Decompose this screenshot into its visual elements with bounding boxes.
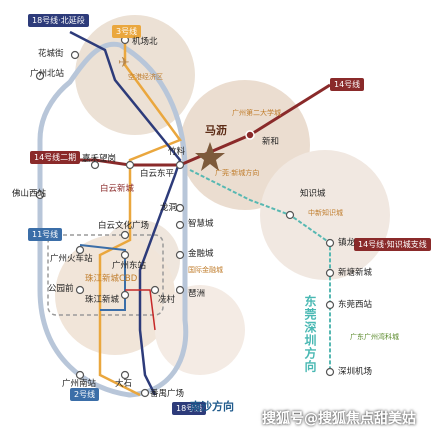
label-zhenlong: 镇龙	[338, 238, 356, 248]
station-huachengjie[interactable]	[70, 50, 80, 60]
halo-zhujiang-cbd	[55, 235, 175, 355]
station-baiyun-dongping[interactable]	[125, 160, 135, 170]
label-xiancun: 冼村	[158, 295, 176, 305]
badge-line18-title: 18号线	[176, 404, 203, 413]
line-5	[125, 289, 156, 331]
station-xiancun[interactable]	[150, 285, 160, 295]
station-dongguan-xi[interactable]	[325, 300, 335, 310]
label-nansha-direction: 南沙方向	[190, 400, 234, 413]
station-longdong[interactable]	[175, 203, 185, 213]
station-jinrongcheng[interactable]	[175, 250, 185, 260]
station-guangzhou-nan[interactable]	[75, 370, 85, 380]
label-zhishicheng: 知识城	[300, 189, 326, 199]
label-shenzhen-jichang: 深圳机场	[338, 367, 373, 377]
line-3-loop	[37, 41, 189, 398]
label-jiahewanggang: 嘉禾望岗	[82, 154, 117, 164]
badge-line18: 18号线	[172, 402, 207, 416]
label-zhihuicheng: 智慧城	[188, 219, 214, 229]
label-zhujiang-cbd: 珠江新城CBD	[85, 274, 138, 284]
station-pazhou[interactable]	[175, 285, 185, 295]
label-xinhe: 新和	[262, 137, 280, 147]
station-xinhe[interactable]	[245, 130, 255, 140]
label-guoji-jinrong: 国际金融城	[188, 266, 223, 274]
label-zhujiangxincheng: 珠江新城	[85, 295, 120, 305]
station-zhuliao[interactable]	[175, 160, 185, 170]
label-jinrongcheng: 金融城	[188, 249, 214, 259]
station-zhihuicheng[interactable]	[175, 220, 185, 230]
station-zhenlong[interactable]	[325, 238, 335, 248]
station-huochezhan[interactable]	[75, 245, 85, 255]
malong-star-icon	[195, 142, 225, 171]
label-baiyunwenhua: 白云文化广场	[98, 221, 150, 231]
label-dongzhan: 广州东站	[112, 261, 147, 271]
label-baiyunxincheng: 白云新城	[100, 184, 135, 194]
watermark: 搜狐号@搜狐焦点甜美姑	[262, 411, 416, 427]
line-22	[98, 30, 182, 397]
label-guangguan: 广莞·新城方向	[215, 169, 260, 177]
badge-line14-title: 14号线	[334, 80, 361, 89]
station-dashi[interactable]	[120, 370, 130, 380]
label-foshanxi: 佛山西站	[12, 189, 47, 199]
label-kongang: 空港经济区	[128, 73, 163, 81]
badge-line14-branch-title: 14号线·知识城支线	[358, 240, 427, 249]
label-dashi: 大石	[115, 379, 133, 389]
station-gongyuanqian[interactable]	[75, 285, 85, 295]
label-pazhou: 琶洲	[188, 289, 206, 299]
label-guangzhou-uni: 广州第二大学城	[232, 109, 281, 117]
badge-line2: 2号线	[70, 388, 100, 402]
line-18	[69, 30, 182, 396]
badge-line3: 3号线	[112, 25, 142, 39]
badge-line2-title: 2号线	[74, 390, 96, 399]
label-guangdong-wanqu: 广东广州湾科城	[350, 333, 399, 341]
badge-line14-branch: 14号线·知识城支线	[354, 238, 431, 252]
badge-line11-title: 11号线	[32, 230, 59, 239]
station-baiyun-wenhua[interactable]	[120, 230, 130, 240]
label-huachengjie: 花城街	[38, 49, 64, 59]
label-panyu: 番禺广场	[150, 389, 185, 399]
line-2	[79, 244, 126, 311]
airplane-icon: ✈	[118, 55, 130, 71]
badge-line11: 11号线	[28, 228, 63, 242]
station-zhishicheng[interactable]	[285, 210, 295, 220]
label-huochezhan: 广州火车站	[50, 254, 93, 264]
label-dongguan-xi: 东莞西站	[338, 300, 373, 310]
label-baiyundongping: 白云东平	[140, 169, 175, 179]
station-zhujiang-xincheng[interactable]	[120, 290, 130, 300]
badge-line14-phase2: 14号线二期	[30, 151, 81, 165]
station-foshanxi[interactable]	[35, 190, 45, 200]
badge-line18-north-title: 18号线·北延段	[32, 16, 85, 25]
station-jiahewanggang[interactable]	[90, 160, 100, 170]
badge-line14-phase2-title: 14号线二期	[34, 153, 77, 162]
label-guangzhoubei: 广州北站	[30, 69, 65, 79]
line-14	[75, 83, 331, 167]
label-xintang: 新塘新城	[338, 268, 373, 278]
label-jichangbei: 机场北	[132, 37, 158, 47]
label-guangzhounan: 广州南站	[62, 379, 97, 389]
station-panyu-guangchang[interactable]	[140, 388, 150, 398]
station-xintang[interactable]	[325, 268, 335, 278]
station-shenzhen-jichang[interactable]	[325, 367, 335, 377]
label-malong: 马沥	[205, 124, 227, 137]
badge-line14: 14号线	[330, 78, 365, 92]
label-zhongxin: 中新知识城	[308, 209, 343, 217]
station-guangzhou-dongzhan[interactable]	[120, 250, 130, 260]
stations	[35, 35, 335, 398]
label-gongyuanqian: 公园前	[48, 284, 74, 294]
label-zhuliao: 竹料	[168, 147, 186, 157]
station-guangzhoubei[interactable]	[35, 71, 45, 81]
line-11-loop	[47, 234, 164, 316]
label-dongguan-shenzhen-direction: 东莞深圳方向	[303, 295, 317, 373]
badge-line18-north: 18号线·北延段	[28, 14, 89, 28]
badge-line3-title: 3号线	[116, 27, 138, 36]
label-longdong: 龙洞	[160, 203, 178, 213]
halo-pazhou	[155, 285, 245, 375]
